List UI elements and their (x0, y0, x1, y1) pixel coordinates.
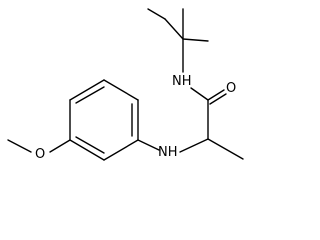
bond-carbonyl-double-1 (207, 89, 225, 101)
bond-ring-ether-o (49, 139, 71, 153)
ring-bond-3-inner (75, 86, 105, 104)
bond-quaternary-methyl-right (182, 38, 209, 42)
ring-bond-5 (69, 139, 105, 161)
carbonyl-oxygen-label: O (226, 81, 236, 96)
amine-nitrogen-label: NH (158, 145, 178, 160)
bond-amide-n-carbonyl-c (190, 87, 209, 101)
amide-nitrogen-label: NH (172, 74, 192, 89)
bond-ethyl-ch2-quaternary (164, 18, 184, 40)
bond-amine-n-ring (137, 139, 160, 151)
bond-ethyl-ch3-ch2 (147, 8, 166, 20)
bond-alpha-c-methyl (207, 138, 244, 160)
molecule-structure: NH O NH O (7, 8, 244, 162)
bond-carbonyl-double-2 (209, 93, 227, 105)
ring-bond-6 (103, 139, 139, 161)
ring-bond-5-inner (75, 136, 105, 154)
ether-oxygen-label: O (35, 147, 45, 162)
bond-ether-o-methyl (7, 139, 32, 153)
ring-bond-3 (69, 79, 105, 101)
bond-alpha-c-amine-n (179, 138, 209, 153)
ring-bond-2 (103, 79, 139, 101)
